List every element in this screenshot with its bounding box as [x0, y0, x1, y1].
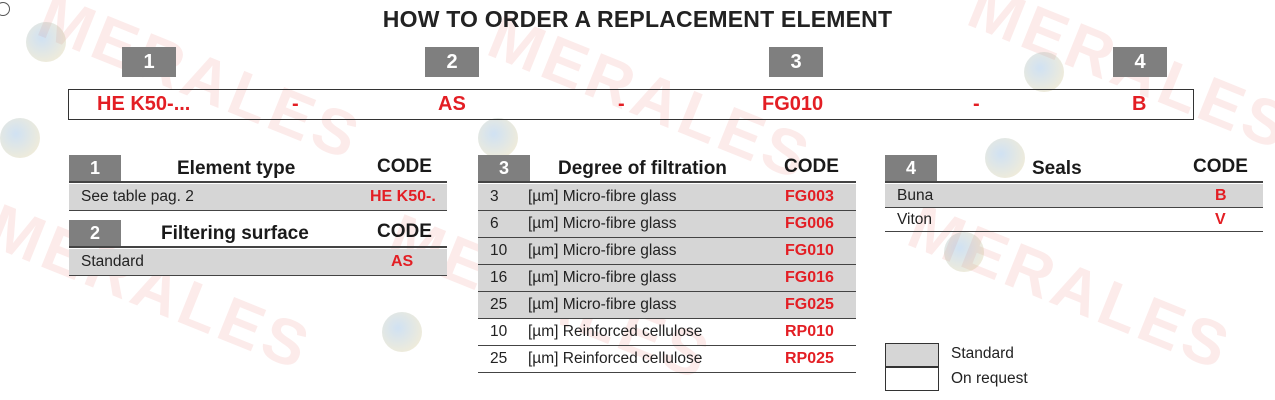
row-code: RP010 — [785, 323, 834, 340]
step-2-badge: 2 — [425, 47, 479, 77]
table-row: 16 [µm] Micro-fibre glass FG016 — [478, 265, 856, 292]
table-title: Element type — [177, 158, 296, 179]
table-row: Buna B — [885, 184, 1263, 208]
code-column-header: CODE — [377, 221, 432, 242]
order-code-seals: B — [1132, 93, 1147, 115]
globe-icon — [478, 118, 518, 158]
row-value: 10 — [490, 323, 508, 340]
row-label: [µm] Micro-fibre glass — [528, 215, 677, 232]
order-code-separator: - — [973, 93, 980, 115]
page-title: HOW TO ORDER A REPLACEMENT ELEMENT — [382, 6, 893, 32]
row-value: 3 — [490, 188, 499, 205]
table-number-badge: 3 — [478, 155, 530, 181]
table-header: 3 Degree of filtration CODE — [478, 155, 856, 183]
table-row: Standard AS — [69, 249, 447, 276]
row-code: RP025 — [785, 350, 834, 367]
legend-on-request-swatch — [885, 367, 939, 391]
step-1-badge: 1 — [122, 47, 176, 77]
table-header: 1 Element type CODE — [69, 155, 447, 183]
table-row: 25 [µm] Micro-fibre glass FG025 — [478, 292, 856, 319]
table-title: Seals — [1032, 158, 1082, 179]
legend-standard-label: Standard — [951, 345, 1014, 362]
table-row: 6 [µm] Micro-fibre glass FG006 — [478, 211, 856, 238]
row-code: AS — [391, 253, 414, 270]
globe-icon — [1024, 52, 1064, 92]
order-code-strip: HE K50-... - AS - FG010 - B — [68, 89, 1194, 120]
table-header: 2 Filtering surface CODE — [69, 220, 447, 248]
row-label: [µm] Micro-fibre glass — [528, 296, 677, 313]
row-value: 10 — [490, 242, 508, 259]
table-header: 4 Seals CODE — [885, 155, 1263, 183]
row-code: FG016 — [785, 269, 834, 286]
row-label: Buna — [897, 187, 934, 204]
step-3-badge: 3 — [769, 47, 823, 77]
row-label: [µm] Reinforced cellulose — [528, 350, 703, 367]
row-label: Viton — [897, 211, 933, 228]
order-code-element-type: HE K50-... — [97, 93, 191, 115]
row-value: 25 — [490, 296, 508, 313]
table-row: See table pag. 2 HE K50-. — [69, 184, 447, 211]
row-code: FG006 — [785, 215, 834, 232]
table-number-badge: 1 — [69, 155, 121, 181]
table-number-badge: 2 — [69, 220, 121, 246]
table-row: 10 [µm] Reinforced cellulose RP010 — [478, 319, 856, 346]
table-title: Filtering surface — [161, 223, 309, 244]
row-value: 6 — [490, 215, 499, 232]
order-code-separator: - — [292, 93, 299, 115]
table-row: Viton V — [885, 208, 1263, 232]
row-code: HE K50-. — [370, 188, 436, 205]
globe-icon — [382, 312, 422, 352]
globe-icon — [0, 118, 40, 158]
row-value: 16 — [490, 269, 508, 286]
row-code: FG025 — [785, 296, 834, 313]
row-label: See table pag. 2 — [81, 188, 194, 205]
row-label: [µm] Micro-fibre glass — [528, 269, 677, 286]
table-row: 25 [µm] Reinforced cellulose RP025 — [478, 346, 856, 373]
watermark-text: MERALES — [0, 189, 322, 385]
step-4-badge: 4 — [1113, 47, 1167, 77]
order-code-separator: - — [618, 93, 625, 115]
legend-standard-swatch — [885, 343, 939, 367]
order-code-filtration-degree: FG010 — [762, 93, 824, 115]
row-code: FG003 — [785, 188, 834, 205]
code-column-header: CODE — [1193, 156, 1248, 177]
table-number-badge: 4 — [885, 155, 937, 181]
table-row: 3 [µm] Micro-fibre glass FG003 — [478, 184, 856, 211]
circle-icon — [0, 2, 10, 16]
row-label: [µm] Micro-fibre glass — [528, 188, 677, 205]
code-column-header: CODE — [784, 156, 839, 177]
table-title: Degree of filtration — [558, 158, 727, 179]
row-code: FG010 — [785, 242, 834, 259]
row-label: [µm] Micro-fibre glass — [528, 242, 677, 259]
code-column-header: CODE — [377, 156, 432, 177]
row-value: 25 — [490, 350, 508, 367]
order-code-filtering-surface: AS — [438, 93, 466, 115]
row-code: V — [1215, 211, 1226, 228]
legend-on-request-label: On request — [951, 370, 1028, 387]
row-code: B — [1215, 187, 1227, 204]
table-row: 10 [µm] Micro-fibre glass FG010 — [478, 238, 856, 265]
row-label: [µm] Reinforced cellulose — [528, 323, 703, 340]
globe-icon — [944, 232, 984, 272]
row-label: Standard — [81, 253, 144, 270]
